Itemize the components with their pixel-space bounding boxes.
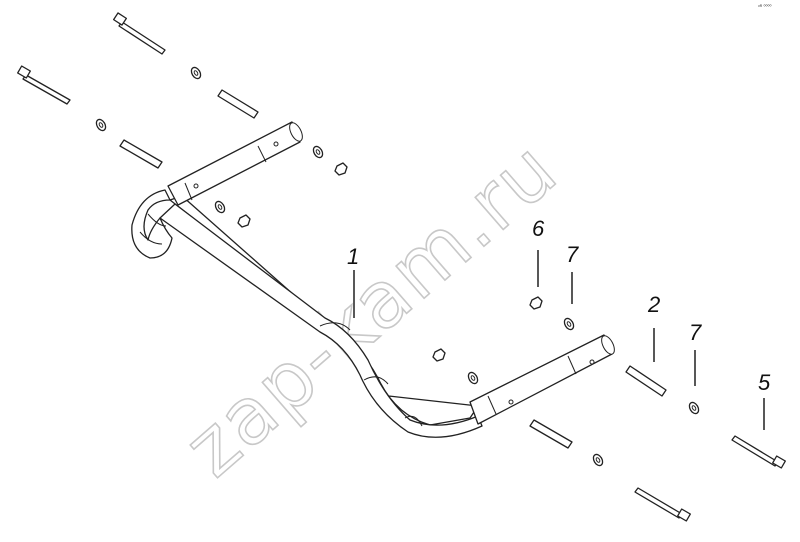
nut-1 bbox=[334, 162, 348, 176]
callout-label-7a: 7 bbox=[566, 242, 579, 267]
nut-2 bbox=[237, 214, 251, 228]
callout-label-1: 1 bbox=[347, 244, 359, 269]
callout-label-7b: 7 bbox=[689, 320, 702, 345]
washers bbox=[95, 66, 700, 467]
callout-2: 2 bbox=[647, 292, 660, 362]
callout-7a: 7 bbox=[566, 242, 579, 304]
bolt-left bbox=[17, 65, 71, 105]
bolt-right bbox=[731, 435, 786, 469]
bolt-lower-center bbox=[634, 487, 691, 522]
callout-label-6: 6 bbox=[532, 216, 545, 241]
washer-7 bbox=[688, 401, 700, 415]
callout-7b: 7 bbox=[689, 320, 702, 386]
nut-4 bbox=[432, 348, 446, 362]
bolt-upper-left bbox=[112, 12, 166, 55]
callout-label-2: 2 bbox=[647, 292, 660, 317]
pin-left bbox=[119, 139, 163, 169]
callout-label-5: 5 bbox=[758, 370, 771, 395]
callout-1: 1 bbox=[347, 244, 359, 318]
callout-6: 6 bbox=[532, 216, 545, 287]
washer-3 bbox=[312, 145, 324, 159]
washer-6 bbox=[467, 371, 479, 385]
pin-lower bbox=[529, 419, 573, 449]
washer-2 bbox=[95, 118, 107, 132]
washer-5 bbox=[563, 317, 575, 331]
washer-4 bbox=[214, 200, 226, 214]
corner-mark: ᵒᴿ ⁰⁰⁰⁰ bbox=[758, 4, 772, 10]
nut-3 bbox=[529, 296, 543, 310]
pin-upper bbox=[217, 89, 259, 119]
washer-1 bbox=[190, 66, 202, 80]
washer-8 bbox=[592, 453, 604, 467]
callout-5: 5 bbox=[758, 370, 771, 430]
stabilizer-bar bbox=[131, 121, 615, 438]
watermark-text: zap-kam.ru bbox=[168, 124, 574, 494]
nuts bbox=[237, 162, 543, 362]
pin-right bbox=[625, 365, 667, 397]
